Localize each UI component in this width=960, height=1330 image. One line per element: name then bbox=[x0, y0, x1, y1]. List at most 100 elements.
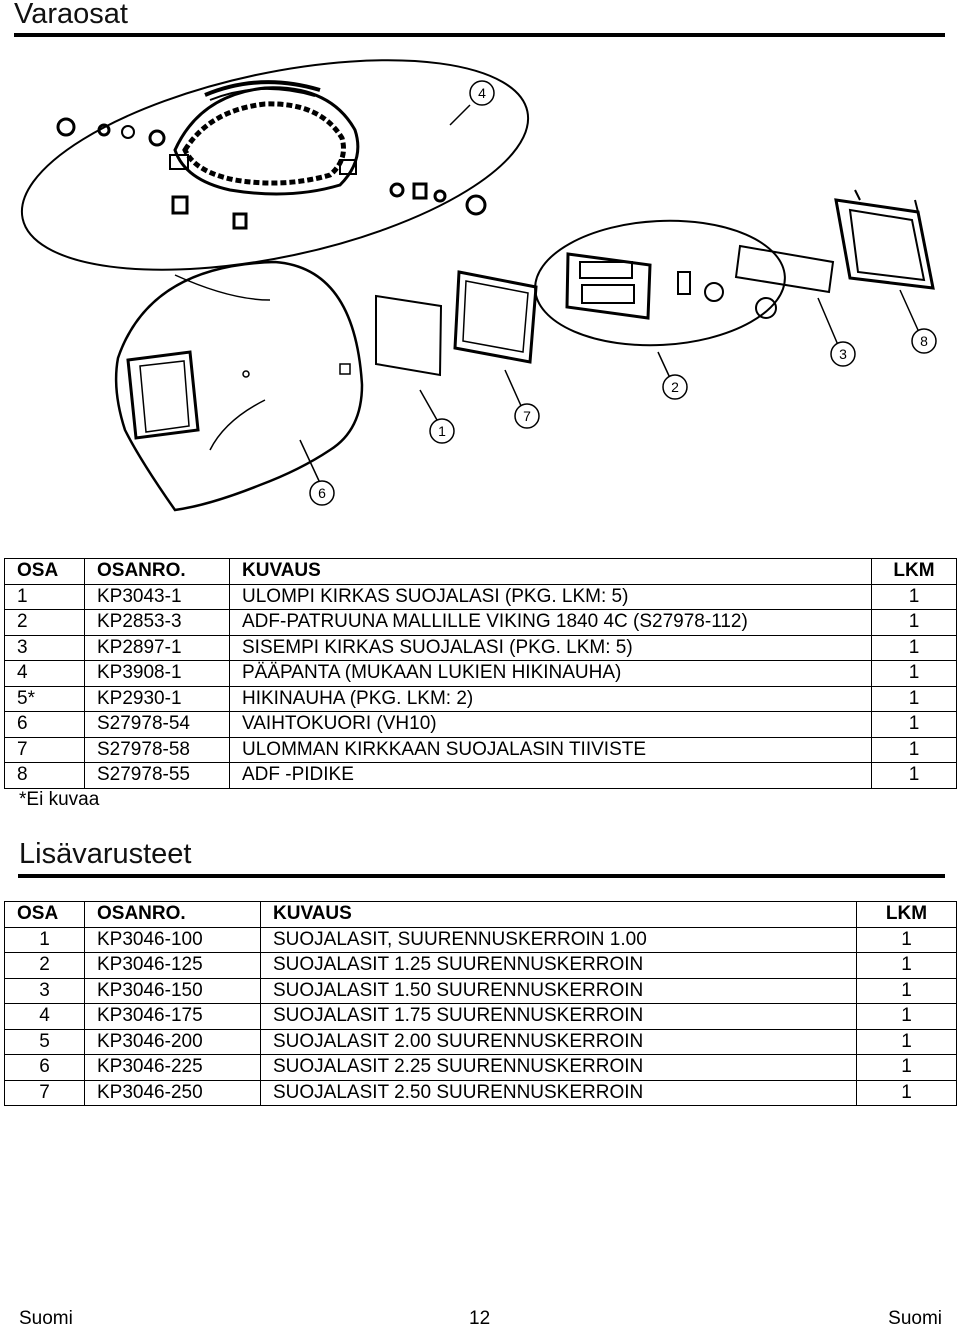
title-rule bbox=[14, 33, 945, 37]
cell-osanro: S27978-58 bbox=[84, 736, 230, 763]
page-number: 12 bbox=[469, 1308, 491, 1329]
headgear-ellipse bbox=[20, 59, 530, 271]
cell-kuvaus: SUOJALASIT, SUURENNUSKERROIN 1.00 bbox=[260, 926, 857, 953]
header-osanro: OSANRO. bbox=[84, 558, 230, 585]
callout-7: 7 bbox=[514, 403, 540, 429]
cell-osa: 7 bbox=[4, 736, 85, 763]
outer-lens-gasket bbox=[453, 270, 538, 364]
knob-parts-right bbox=[389, 182, 487, 216]
header-kuvaus: KUVAUS bbox=[260, 901, 857, 928]
cell-osanro: S27978-55 bbox=[84, 762, 230, 789]
knob-parts-left bbox=[56, 117, 248, 230]
cell-osanro: KP3046-100 bbox=[84, 926, 261, 953]
cell-osanro: KP3046-225 bbox=[84, 1054, 261, 1081]
header-osa: OSA bbox=[4, 558, 85, 585]
section-title-accessories: Lisävarusteet bbox=[19, 838, 192, 870]
cell-lkm: 1 bbox=[856, 1054, 957, 1081]
cell-osanro: KP2930-1 bbox=[84, 685, 230, 712]
cell-kuvaus: SUOJALASIT 2.25 SUURENNUSKERROIN bbox=[260, 1054, 857, 1081]
footer-language-left: Suomi bbox=[19, 1308, 73, 1329]
cell-kuvaus: ULOMMAN KIRKKAAN SUOJALASIN TIIVISTE bbox=[229, 736, 872, 763]
cell-osa: 2 bbox=[4, 609, 85, 636]
cell-osanro: KP3046-250 bbox=[84, 1079, 261, 1106]
cell-osa: 8 bbox=[4, 762, 85, 789]
cell-lkm: 1 bbox=[871, 660, 957, 687]
svg-text:1: 1 bbox=[438, 423, 446, 439]
cell-osa: 1 bbox=[4, 583, 85, 610]
svg-text:7: 7 bbox=[523, 408, 531, 424]
svg-text:4: 4 bbox=[478, 85, 486, 101]
callout-3: 3 bbox=[830, 341, 856, 367]
cell-osanro: KP2897-1 bbox=[84, 634, 230, 661]
cell-lkm: 1 bbox=[871, 736, 957, 763]
cell-lkm: 1 bbox=[871, 762, 957, 789]
cell-kuvaus: SUOJALASIT 2.00 SUURENNUSKERROIN bbox=[260, 1028, 857, 1055]
footnote: *Ei kuvaa bbox=[19, 789, 100, 810]
cell-lkm: 1 bbox=[871, 685, 957, 712]
cell-osa: 4 bbox=[4, 1003, 85, 1030]
svg-text:6: 6 bbox=[318, 485, 326, 501]
footer-language-right: Suomi bbox=[888, 1308, 942, 1329]
outer-clear-lens bbox=[375, 294, 443, 377]
headgear-assembly bbox=[169, 80, 360, 196]
cell-osa: 3 bbox=[4, 977, 85, 1004]
page-title: Varaosat bbox=[14, 0, 128, 30]
svg-text:8: 8 bbox=[920, 333, 928, 349]
inner-clear-lens bbox=[734, 244, 835, 294]
cell-lkm: 1 bbox=[856, 926, 957, 953]
cell-kuvaus: HIKINAUHA (PKG. LKM: 2) bbox=[229, 685, 872, 712]
cell-osanro: KP3046-125 bbox=[84, 952, 261, 979]
cell-kuvaus: SUOJALASIT 2.50 SUURENNUSKERROIN bbox=[260, 1079, 857, 1106]
adf-holder bbox=[834, 189, 935, 290]
accessories-rule bbox=[18, 874, 945, 878]
cell-kuvaus: SUOJALASIT 1.50 SUURENNUSKERROIN bbox=[260, 977, 857, 1004]
adf-ellipse bbox=[534, 219, 786, 347]
cell-osa: 6 bbox=[4, 711, 85, 738]
cell-lkm: 1 bbox=[856, 977, 957, 1004]
cell-osa: 3 bbox=[4, 634, 85, 661]
svg-text:3: 3 bbox=[839, 346, 847, 362]
cell-lkm: 1 bbox=[871, 711, 957, 738]
header-osa: OSA bbox=[4, 901, 85, 928]
cell-kuvaus: SUOJALASIT 1.75 SUURENNUSKERROIN bbox=[260, 1003, 857, 1030]
cell-osa: 5* bbox=[4, 685, 85, 712]
cell-kuvaus: PÄÄPANTA (MUKAAN LUKIEN HIKINAUHA) bbox=[229, 660, 872, 687]
cell-osa: 4 bbox=[4, 660, 85, 687]
callout-4: 4 bbox=[469, 80, 495, 106]
cell-osa: 6 bbox=[4, 1054, 85, 1081]
cell-lkm: 1 bbox=[856, 1079, 957, 1106]
cell-osanro: S27978-54 bbox=[84, 711, 230, 738]
cell-kuvaus: ADF-PATRUUNA MALLILLE VIKING 1840 4C (S2… bbox=[229, 609, 872, 636]
cell-kuvaus: SUOJALASIT 1.25 SUURENNUSKERROIN bbox=[260, 952, 857, 979]
exploded-parts-diagram: 4 1 7 2 3 8 6 bbox=[20, 59, 937, 512]
cell-osanro: KP3043-1 bbox=[84, 583, 230, 610]
cell-osa: 7 bbox=[4, 1079, 85, 1106]
callout-labels: 4 1 7 2 3 8 6 bbox=[309, 80, 937, 506]
helmet-shell bbox=[114, 260, 364, 512]
cell-lkm: 1 bbox=[871, 634, 957, 661]
cell-kuvaus: ULOMPI KIRKAS SUOJALASI (PKG. LKM: 5) bbox=[229, 583, 872, 610]
cell-kuvaus: VAIHTOKUORI (VH10) bbox=[229, 711, 872, 738]
cell-lkm: 1 bbox=[856, 1028, 957, 1055]
cell-kuvaus: ADF -PIDIKE bbox=[229, 762, 872, 789]
parts-table-header: OSA OSANRO. KUVAUS LKM bbox=[4, 558, 957, 585]
cell-osanro: KP3046-175 bbox=[84, 1003, 261, 1030]
svg-text:2: 2 bbox=[671, 379, 679, 395]
cell-osa: 2 bbox=[4, 952, 85, 979]
